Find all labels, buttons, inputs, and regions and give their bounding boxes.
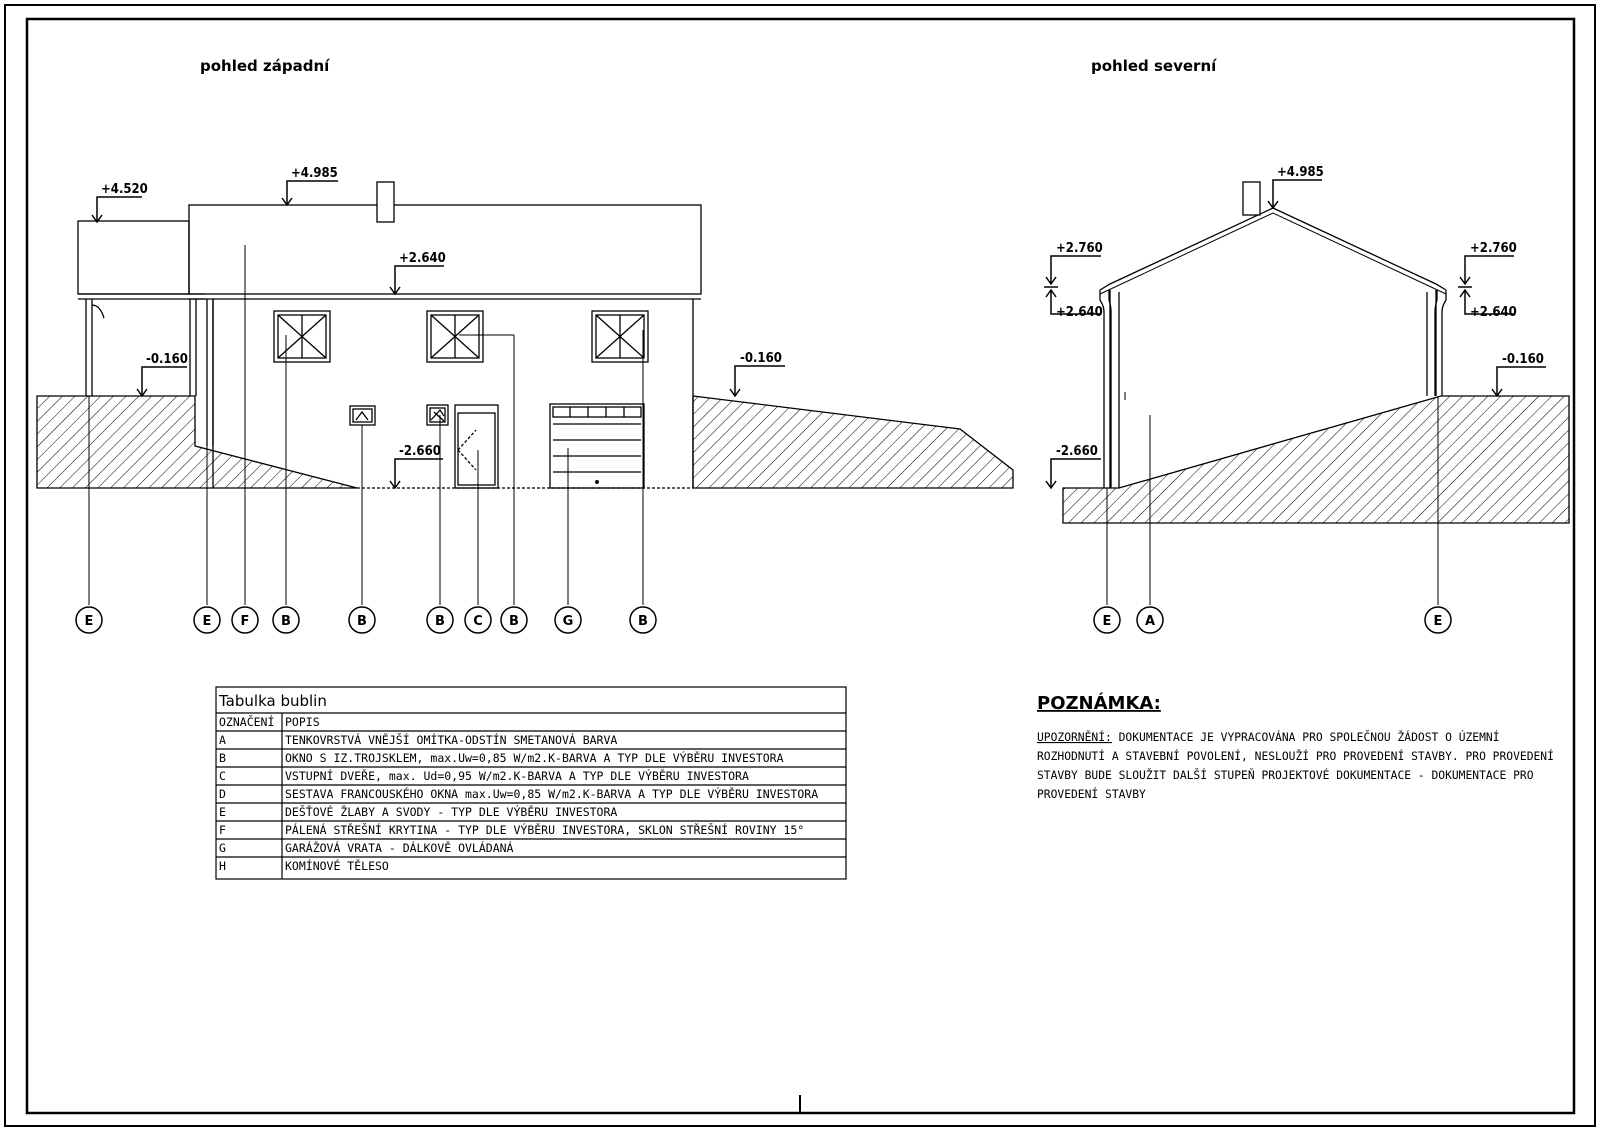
bubble-circle (193, 606, 221, 634)
legend-row-code: F (219, 823, 226, 837)
garage-door (549, 403, 645, 489)
note-line-1: UPOZORNĚNÍ: DOKUMENTACE JE VYPRACOVÁNA P… (1037, 731, 1500, 744)
bubble-label: E (1434, 614, 1443, 629)
bubble-circle (231, 606, 259, 634)
note-line-3: STAVBY BUDE SLOUŽIT DALŠÍ STUPEŇ PROJEKT… (1037, 769, 1534, 782)
legend-row-desc: SESTAVA FRANCOUSKÉHO OKNA max.Uw=0,85 W/… (285, 786, 818, 801)
level-north-eave-top-right: +2.760 (1470, 241, 1517, 256)
level-north-eave-left: +2.640 (1056, 305, 1103, 320)
bubble-circle (629, 606, 657, 634)
bubble-label: E (203, 614, 212, 629)
bubble-circle (272, 606, 300, 634)
legend-row-desc: TENKOVRSTVÁ VNĚJŠÍ OMÍTKA-ODSTÍN SMETANO… (285, 732, 617, 747)
legend-row-desc: GARÁŽOVÁ VRATA - DÁLKOVĚ OVLÁDANÁ (285, 840, 514, 855)
west-view-title: pohled západní (200, 57, 330, 75)
level-west-eave: +2.640 (399, 251, 446, 266)
legend-row-code: H (219, 859, 226, 873)
bubble-label: G (563, 614, 574, 629)
north-level-markers (1044, 179, 1546, 490)
bubble-label: B (281, 614, 291, 629)
west-level-markers (91, 180, 785, 490)
level-north-ridge: +4.985 (1277, 165, 1324, 180)
note-line-4: PROVEDENÍ STAVBY (1037, 788, 1146, 801)
bubble-circle (1424, 606, 1452, 634)
west-terrain-left (36, 395, 358, 489)
bubble-label: B (509, 614, 519, 629)
level-west-terrain-left: -0.160 (146, 352, 188, 367)
legend-row-code: D (219, 787, 226, 801)
level-west-terrain-right: -0.160 (740, 351, 782, 366)
legend-row-code: A (219, 733, 226, 747)
bubble-label: B (357, 614, 367, 629)
legend-table (215, 686, 847, 880)
legend-title: Tabulka bublin (218, 692, 327, 710)
legend-row-code: C (219, 769, 226, 783)
bubble-circle (1093, 606, 1121, 634)
bubble-circle (1136, 606, 1164, 634)
north-elevation (1062, 181, 1570, 605)
west-terrain-right (692, 395, 1014, 489)
bubble-label: F (241, 614, 250, 629)
bubble-label: B (638, 614, 648, 629)
carport-roof (77, 220, 190, 295)
bubble-circle (554, 606, 582, 634)
legend-row-desc: PÁLENÁ STŘEŠNÍ KRYTINA - TYP DLE VÝBĚRU … (285, 822, 804, 837)
bubble-label: C (473, 614, 483, 629)
bubble-label: E (85, 614, 94, 629)
legend-row-desc: KOMÍNOVÉ TĚLESO (285, 858, 389, 873)
level-north-eave-top-left: +2.760 (1056, 241, 1103, 256)
inner-frame (25, 17, 1576, 1115)
level-west-carport: +4.520 (101, 182, 148, 197)
legend-col-desc: POPIS (285, 715, 320, 729)
bubble-circle (348, 606, 376, 634)
small-window-2 (426, 404, 449, 426)
main-roof (188, 204, 702, 295)
bubble-circle (500, 606, 528, 634)
west-leaders (88, 245, 644, 605)
entrance-door (454, 404, 499, 489)
level-north-eave-right: +2.640 (1470, 305, 1517, 320)
window-2 (426, 310, 484, 363)
note-line-1-text: DOKUMENTACE JE VYPRACOVÁNA PRO SPOLEČNOU… (1112, 731, 1500, 744)
bubble-circle (426, 606, 454, 634)
level-west-floor: -2.660 (399, 444, 441, 459)
window-1 (273, 310, 331, 363)
legend-row-desc: VSTUPNÍ DVEŘE, max. Ud=0,95 W/m2.K-BARVA… (285, 768, 749, 783)
bubble-circle (75, 606, 103, 634)
bubble-label: E (1103, 614, 1112, 629)
chimney (376, 181, 395, 223)
legend-row-code: G (219, 841, 226, 855)
bubble-label: A (1145, 614, 1155, 629)
legend-row-code: B (219, 751, 226, 765)
west-elevation (36, 181, 1014, 605)
bubble-label: B (435, 614, 445, 629)
legend-row-code: E (219, 805, 226, 819)
window-3 (591, 310, 649, 363)
note-heading: POZNÁMKA: (1037, 692, 1161, 714)
legend-col-code: OZNAČENÍ (219, 714, 274, 729)
outer-frame (4, 4, 1596, 1127)
note-label: UPOZORNĚNÍ: (1037, 731, 1112, 744)
north-chimney (1242, 181, 1261, 216)
note-line-2: ROZHODNUTÍ A STAVEBNÍ POVOLENÍ, NESLOUŽÍ… (1037, 750, 1554, 763)
level-north-floor: -2.660 (1056, 444, 1098, 459)
legend-row-desc: DEŠŤOVÉ ŽLABY A SVODY - TYP DLE VÝBĚRU I… (285, 804, 617, 819)
north-view-title: pohled severní (1091, 57, 1217, 75)
legend-row-desc: OKNO S IZ.TROJSKLEM, max.Uw=0,85 W/m2.K-… (285, 750, 784, 765)
north-terrain (1062, 395, 1570, 524)
bubble-circle (464, 606, 492, 634)
legend-rows: A TENKOVRSTVÁ VNĚJŠÍ OMÍTKA-ODSTÍN SMETAN… (219, 732, 818, 873)
level-north-terrain: -0.160 (1502, 352, 1544, 367)
level-west-ridge: +4.985 (291, 166, 338, 181)
